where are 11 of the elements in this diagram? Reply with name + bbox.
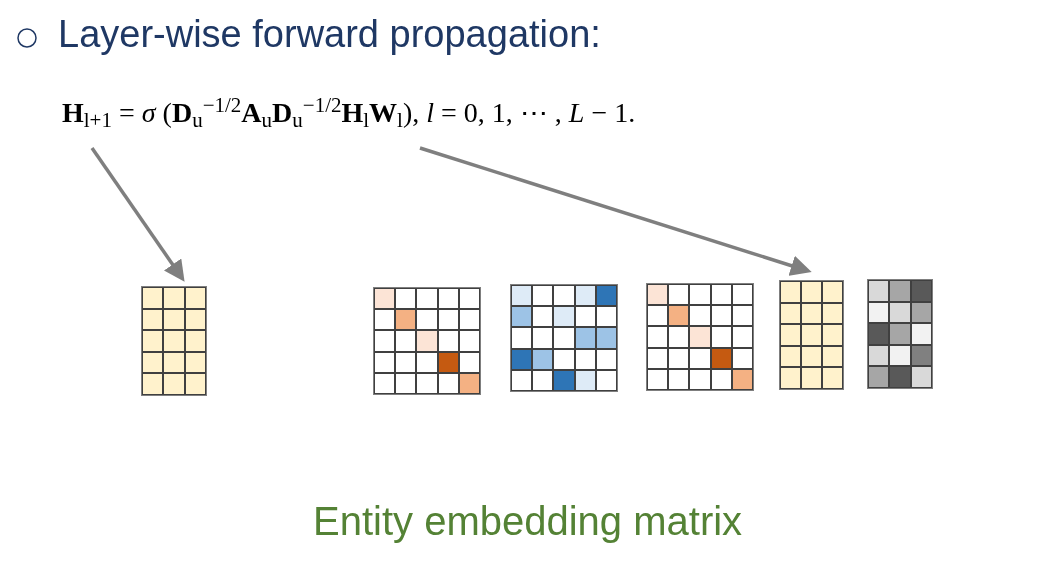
matrix-grid — [779, 280, 844, 390]
matrix-grid — [646, 283, 754, 391]
matrix-grid — [141, 286, 207, 396]
caption: Entity embedding matrix — [313, 498, 743, 545]
arrow — [90, 147, 185, 282]
title: Layer-wise forward propagation: — [58, 12, 601, 57]
formula: H$_{l+1}$ = σ (D$_{u}$$^{−1/2}$A$_{u}$D$_{u}$$^{−1/2}$H$_{l}$W$_{l}$), l = 0, 1, ⋯ , L − 1. — [62, 92, 636, 134]
arrow — [419, 146, 812, 276]
matrix-grid — [510, 284, 618, 392]
matrix-grid — [867, 279, 933, 389]
matrix-grid — [373, 287, 481, 395]
